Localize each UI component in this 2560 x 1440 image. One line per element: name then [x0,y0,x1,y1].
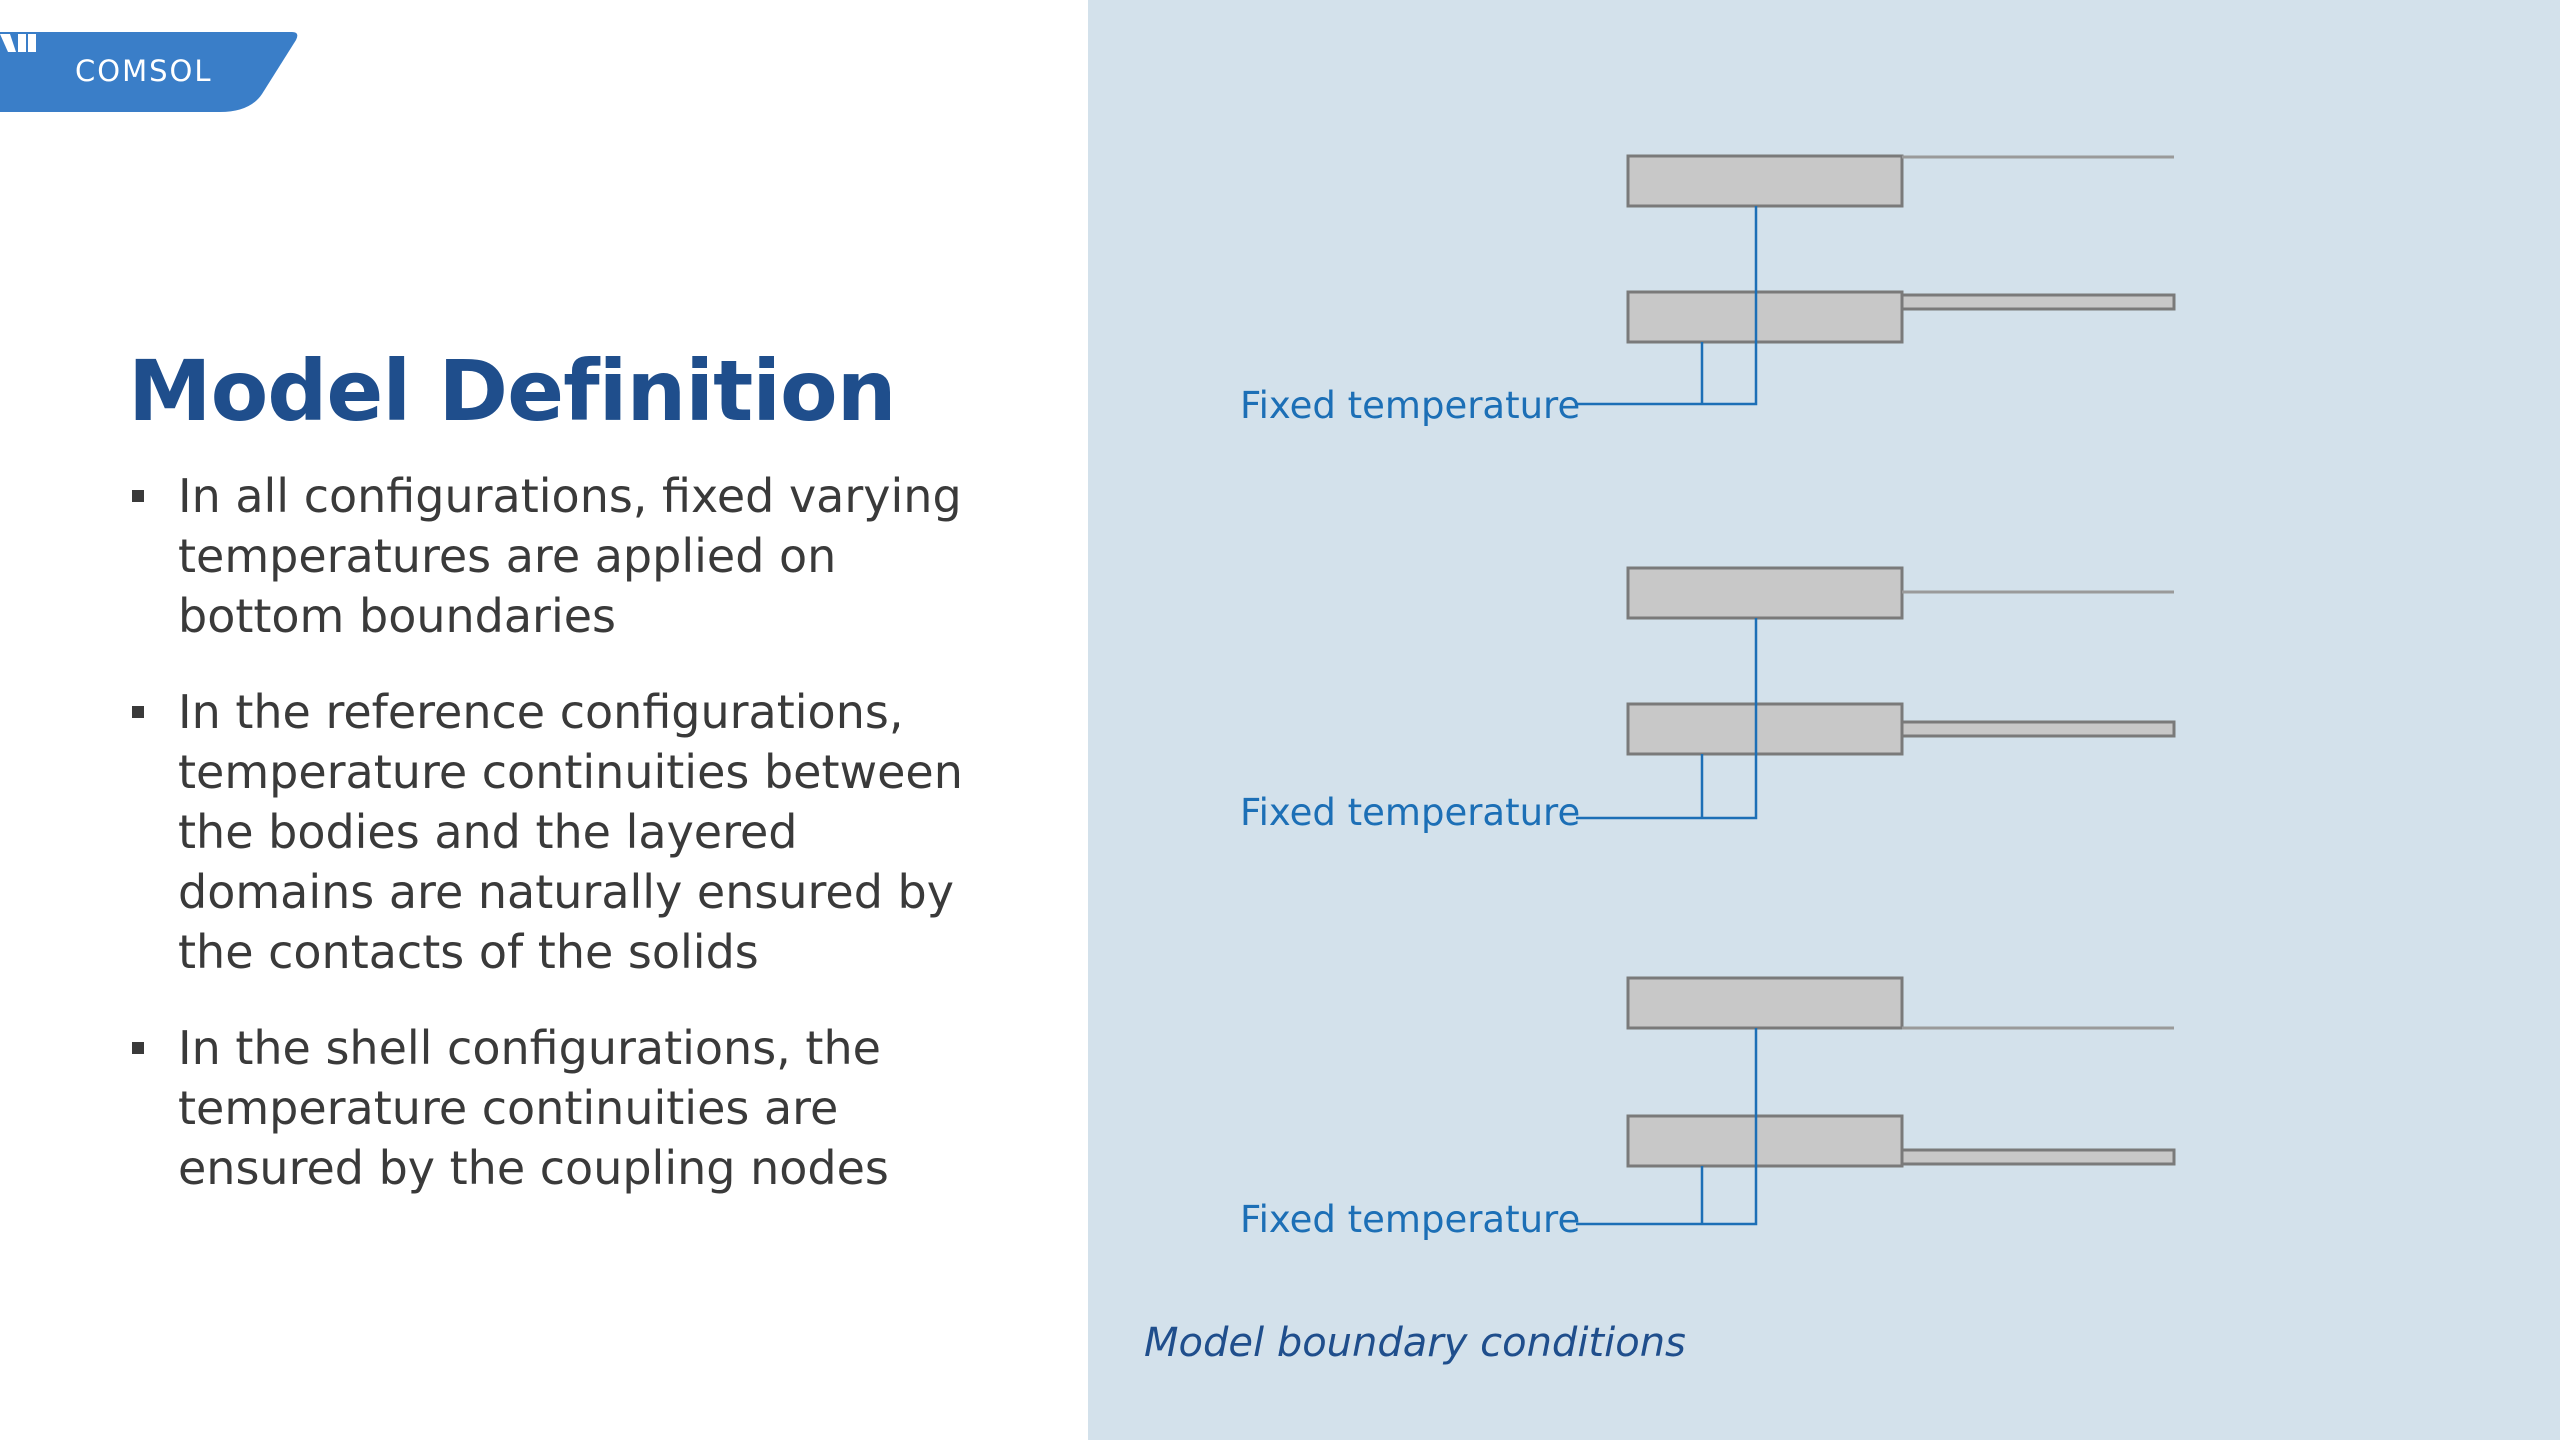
diagram-panel: Fixed temperature Fixed temperature Fixe… [1088,0,2560,1440]
bullet-list: In all configurations, fixed varying tem… [128,466,968,1234]
fixed-temperature-leader [1576,618,1758,820]
fixed-temperature-label: Fixed temperature [1240,1198,1581,1241]
figure-caption: Model boundary conditions [1144,1320,1686,1366]
configuration-diagram [1576,566,2176,820]
bullet-text: In the shell configurations, the tempera… [178,1021,889,1195]
configuration-diagram [1576,976,2176,1226]
lower-layer [1900,293,2176,311]
lower-body [1626,702,1904,756]
comsol-logo: COMSOL [0,32,300,112]
bullet-text: In all configurations, fixed varying tem… [178,469,962,643]
lower-body [1626,1114,1904,1168]
slide-title: Model Definition [128,342,897,440]
fixed-temperature-leader [1576,1028,1758,1226]
fixed-temperature-label: Fixed temperature [1240,384,1581,427]
bullet-square-icon [132,706,144,718]
logo-text: COMSOL [75,54,213,88]
upper-body [1626,566,1904,620]
lower-layer [1900,720,2176,738]
bullet-square-icon [132,490,144,502]
bullet-square-icon [132,1042,144,1054]
bullet-item: In the shell configurations, the tempera… [128,1018,968,1198]
bullet-item: In the reference configurations, tempera… [128,682,968,982]
boundary-conditions-diagram [1576,154,2176,1226]
lower-body [1626,290,1904,344]
fixed-temperature-label: Fixed temperature [1240,791,1581,834]
bullet-text: In the reference configurations, tempera… [178,685,963,979]
logo-tab-shape [0,32,298,112]
configuration-diagram [1576,154,2176,406]
fixed-temperature-leader [1576,206,1758,406]
comsol-mark-icon [0,34,36,52]
bullet-item: In all configurations, fixed varying tem… [128,466,968,646]
upper-body [1626,154,1904,208]
upper-body [1626,976,1904,1030]
lower-layer [1900,1148,2176,1166]
